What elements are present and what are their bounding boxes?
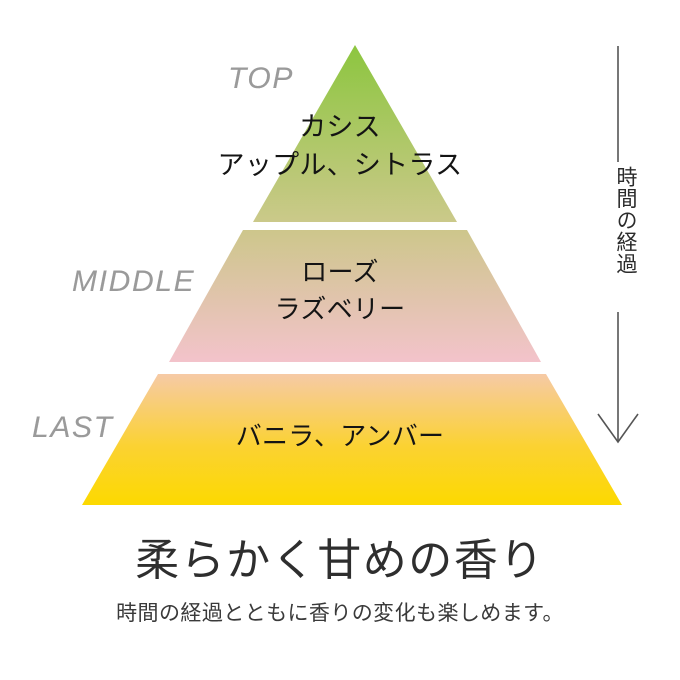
pyramid-tier-middle: [169, 230, 541, 362]
caption-headline: 柔らかく甘めの香り: [135, 536, 545, 585]
tier-label-top: TOP: [228, 62, 295, 95]
tier-notes-last: バニラ、アンバー: [0, 418, 680, 455]
pyramid-tier-top: [253, 45, 457, 222]
tier-notes-top: カシス アップル、シトラス: [0, 108, 680, 185]
down-arrow-icon: [597, 46, 639, 444]
note-line: ラズベリー: [274, 293, 406, 324]
tier-label-middle: MIDDLE: [72, 265, 196, 298]
time-axis: [572, 44, 668, 454]
tier-notes-middle: ローズ ラズベリー: [0, 254, 680, 328]
note-line: ローズ: [301, 257, 379, 287]
note-line: カシス: [299, 112, 381, 142]
caption-subtext: 時間の経過とともに香りの変化も楽しめます。: [116, 601, 564, 625]
tier-label-last: LAST: [32, 411, 114, 444]
fragrance-pyramid-diagram: TOP MIDDLE LAST カシス アップル、シトラス ローズ ラズベリー …: [0, 45, 680, 505]
pyramid-tier-last: [82, 374, 622, 505]
time-axis-label: 時間の経過: [614, 166, 637, 275]
note-line: バニラ、アンバー: [235, 421, 445, 451]
note-line: アップル、シトラス: [217, 150, 463, 181]
caption-block: 柔らかく甘めの香り 時間の経過とともに香りの変化も楽しめます。: [0, 534, 680, 627]
pyramid-shapes: [82, 45, 622, 505]
